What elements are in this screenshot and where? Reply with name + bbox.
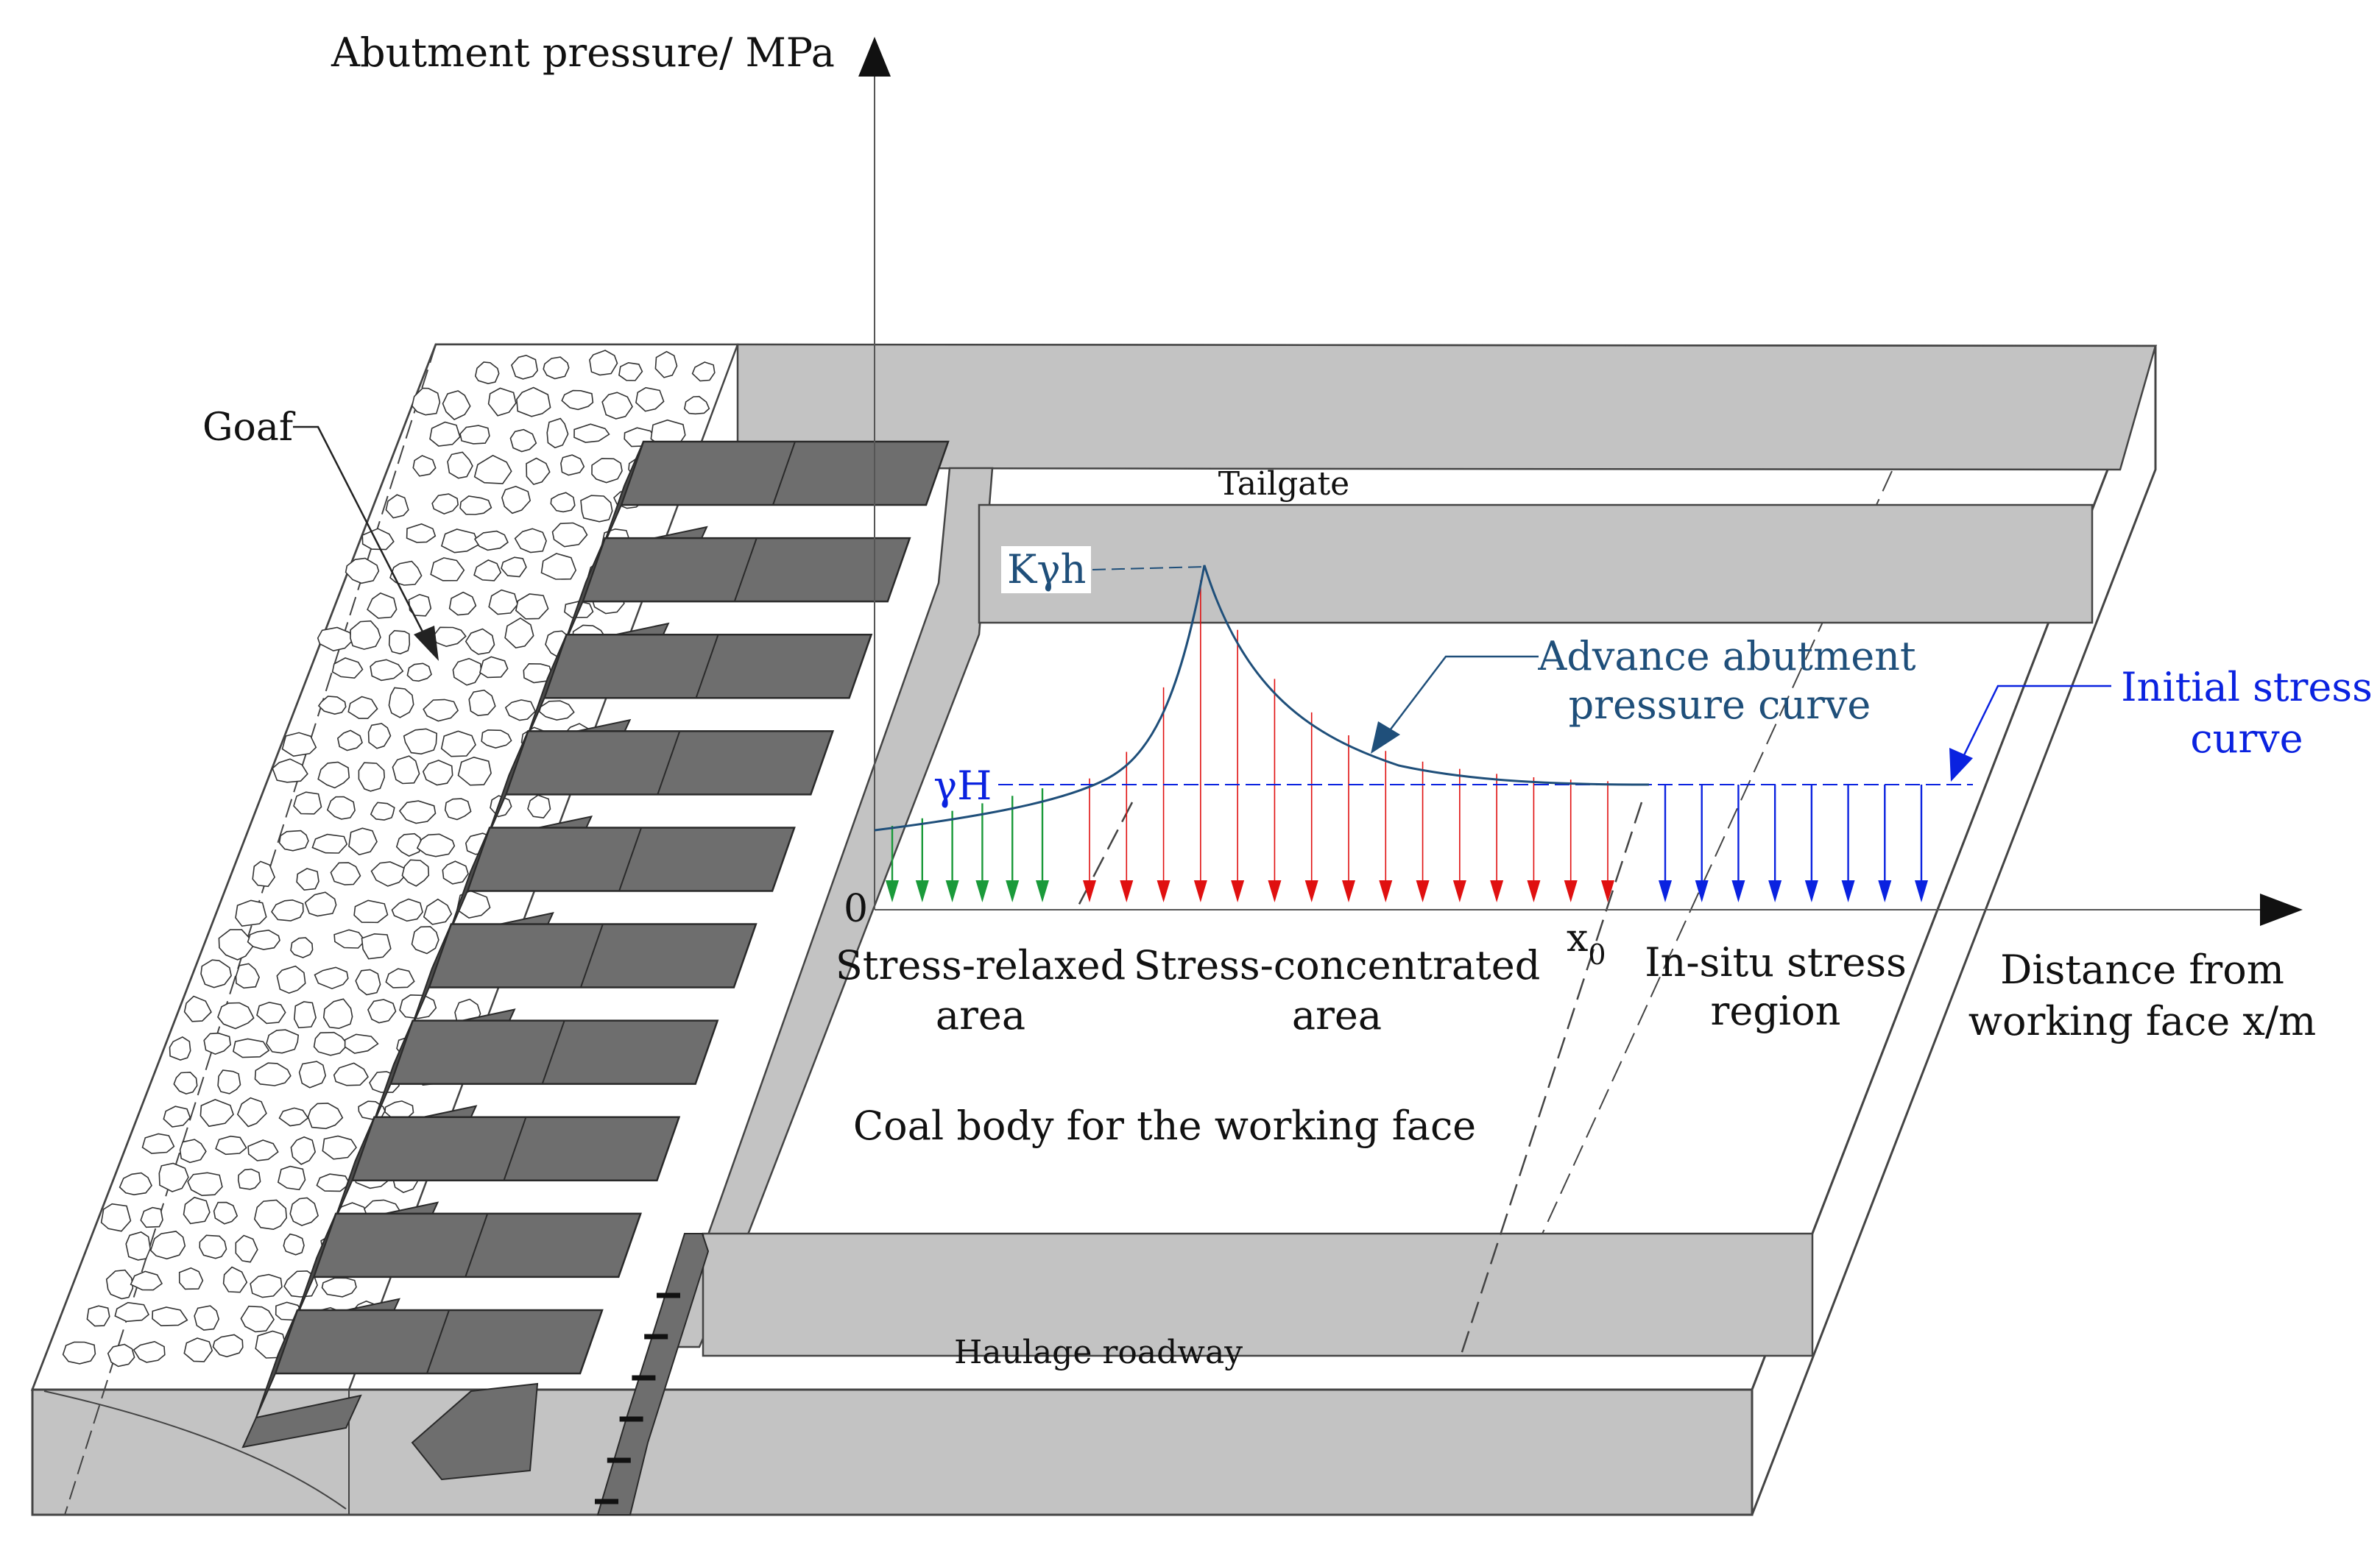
tailgate-label: Tailgate <box>1218 465 1349 503</box>
goaf-rock <box>63 1342 96 1364</box>
initial-curve-label-line2: curve <box>2190 715 2303 762</box>
goaf-label: Goaf <box>202 406 296 450</box>
zone-insitu-line2: region <box>1711 988 1841 1034</box>
goaf-rock <box>359 763 384 791</box>
haulage-label: Haulage roadway <box>954 1334 1243 1371</box>
zone-relaxed-line1: Stress-relaxed <box>836 942 1126 988</box>
goaf-rock <box>389 631 410 654</box>
y-axis-arrowhead <box>858 37 891 77</box>
zone-relaxed-line2: area <box>936 992 1025 1039</box>
peak-label: Kγh <box>1007 546 1086 593</box>
goaf-rock <box>294 1002 316 1028</box>
goaf-rock <box>480 657 508 677</box>
x-axis-arrowhead <box>2260 894 2303 926</box>
goaf-rock <box>392 756 419 783</box>
y-axis-label: Abutment pressure/ MPa <box>331 29 835 76</box>
goaf-rock <box>322 1278 357 1297</box>
slab-front-face <box>32 1390 1752 1515</box>
goaf-rock <box>283 732 317 756</box>
in-situ-label: γH <box>933 763 992 809</box>
goaf-rock <box>300 1061 326 1088</box>
goaf-rock <box>255 1200 286 1230</box>
zone-concentrated-line1: Stress-concentrated <box>1134 942 1541 988</box>
goaf-rock <box>581 495 612 522</box>
goaf-rock <box>236 900 266 926</box>
goaf-rock <box>199 1235 226 1258</box>
goaf-rock <box>283 1234 304 1255</box>
initial-curve-label-line1: Initial stress <box>2121 664 2373 710</box>
tailgate-band <box>979 505 2092 623</box>
advance-curve-label-line1: Advance abutment <box>1537 633 1916 679</box>
tailgate-block-top <box>738 344 2155 470</box>
goaf-rock <box>239 1169 261 1189</box>
goaf-rock <box>233 1039 269 1058</box>
x0-subscript: 0 <box>1588 938 1606 971</box>
zone-concentrated-line2: area <box>1292 992 1382 1039</box>
coal-body-label: Coal body for the working face <box>853 1103 1476 1149</box>
x-axis-label-line1: Distance from <box>2000 947 2284 993</box>
goaf-rock <box>592 459 622 483</box>
x0-main: x <box>1567 916 1588 961</box>
goaf-rock <box>407 663 431 681</box>
goaf-rock <box>266 1030 298 1053</box>
goaf-rock <box>126 1232 150 1260</box>
origin-label: 0 <box>844 887 868 931</box>
goaf-rock <box>294 792 322 814</box>
zone-insitu-line1: In-situ stress <box>1645 939 1907 986</box>
goaf-rock <box>248 930 280 949</box>
advance-curve-label-line2: pressure curve <box>1569 682 1871 728</box>
goaf-rock <box>143 1134 174 1154</box>
x-axis-label-line2: working face x/m <box>1968 998 2316 1044</box>
goaf-rock <box>280 831 308 851</box>
goaf-rock <box>194 1306 219 1330</box>
haulage-band <box>703 1234 1812 1356</box>
